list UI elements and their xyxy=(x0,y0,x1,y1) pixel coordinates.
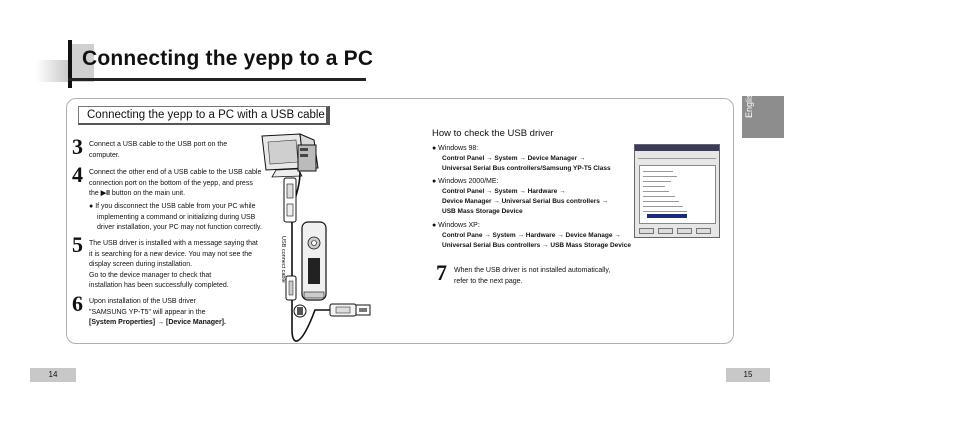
language-tab xyxy=(742,96,784,138)
pc-tower-icon xyxy=(297,144,317,172)
content-box xyxy=(66,98,734,344)
os-label-win2000: ● Windows 2000/ME: xyxy=(432,178,499,185)
usb-plug-top-icon xyxy=(283,177,297,223)
win2000-path-2: Device Manager → Universal Serial Bus co… xyxy=(442,198,609,205)
usb-port-icon xyxy=(293,304,307,318)
bullet-icon: ● xyxy=(89,203,94,210)
win2000-path-3: USB Mass Storage Device xyxy=(442,208,523,215)
page-number-left: 14 xyxy=(30,368,76,382)
usb-cable-label: USB connect cable xyxy=(280,236,286,283)
step-3-number: 3 xyxy=(72,134,83,159)
yepp-player-icon xyxy=(301,221,327,301)
usb-cable xyxy=(291,171,330,342)
title-decoration-fade xyxy=(36,60,76,82)
os-label-win98: ● Windows 98: xyxy=(432,145,479,152)
usb-connector-player-icon xyxy=(285,275,297,301)
step-5-number: 5 xyxy=(72,232,83,257)
win2000-path-1: Control Panel → System → Hardware → xyxy=(442,188,566,195)
step-4-number: 4 xyxy=(72,162,83,187)
device-manager-screenshot xyxy=(634,144,720,238)
window-tabs xyxy=(638,154,716,159)
title-decoration-bar xyxy=(68,40,72,88)
winxp-path-1: Control Pane → System → Hardware → Devic… xyxy=(442,232,621,239)
step-7-text: When the USB driver is not installed aut… xyxy=(454,267,611,285)
selected-device-row xyxy=(647,214,687,218)
window-title-bar xyxy=(635,145,719,151)
play-pause-glyph: ▶II xyxy=(100,190,110,197)
section-heading: Connecting the yepp to a PC with a USB c… xyxy=(78,106,330,125)
os-label-winxp: ● Windows XP: xyxy=(432,222,480,229)
step-6-number: 6 xyxy=(72,291,83,316)
winxp-path-2: Universal Serial Bus controllers → USB M… xyxy=(442,242,631,249)
page-title: Connecting the yepp to a PC xyxy=(82,47,374,70)
step-4-text: Connect the other end of a USB cable to … xyxy=(89,169,262,197)
win98-path-1: Control Panel → System → Device Manager … xyxy=(442,155,586,162)
step-3-text: Connect a USB cable to the USB port on t… xyxy=(89,141,228,159)
title-underline xyxy=(68,78,366,81)
title-decoration-block xyxy=(72,44,94,82)
step-5-text: The USB driver is installed with a messa… xyxy=(89,240,258,289)
step-4-note: ● If you disconnect the USB cable from y… xyxy=(89,203,262,231)
usb-plug-icon xyxy=(329,303,371,317)
check-heading: How to check the USB driver xyxy=(432,128,554,139)
step-7-number: 7 xyxy=(436,260,447,285)
win98-path-2: Universal Serial Bus controllers/Samsung… xyxy=(442,165,611,172)
step-6-text: Upon installation of the USB driver "SAM… xyxy=(89,298,226,326)
page-number-right: 15 xyxy=(726,368,770,382)
